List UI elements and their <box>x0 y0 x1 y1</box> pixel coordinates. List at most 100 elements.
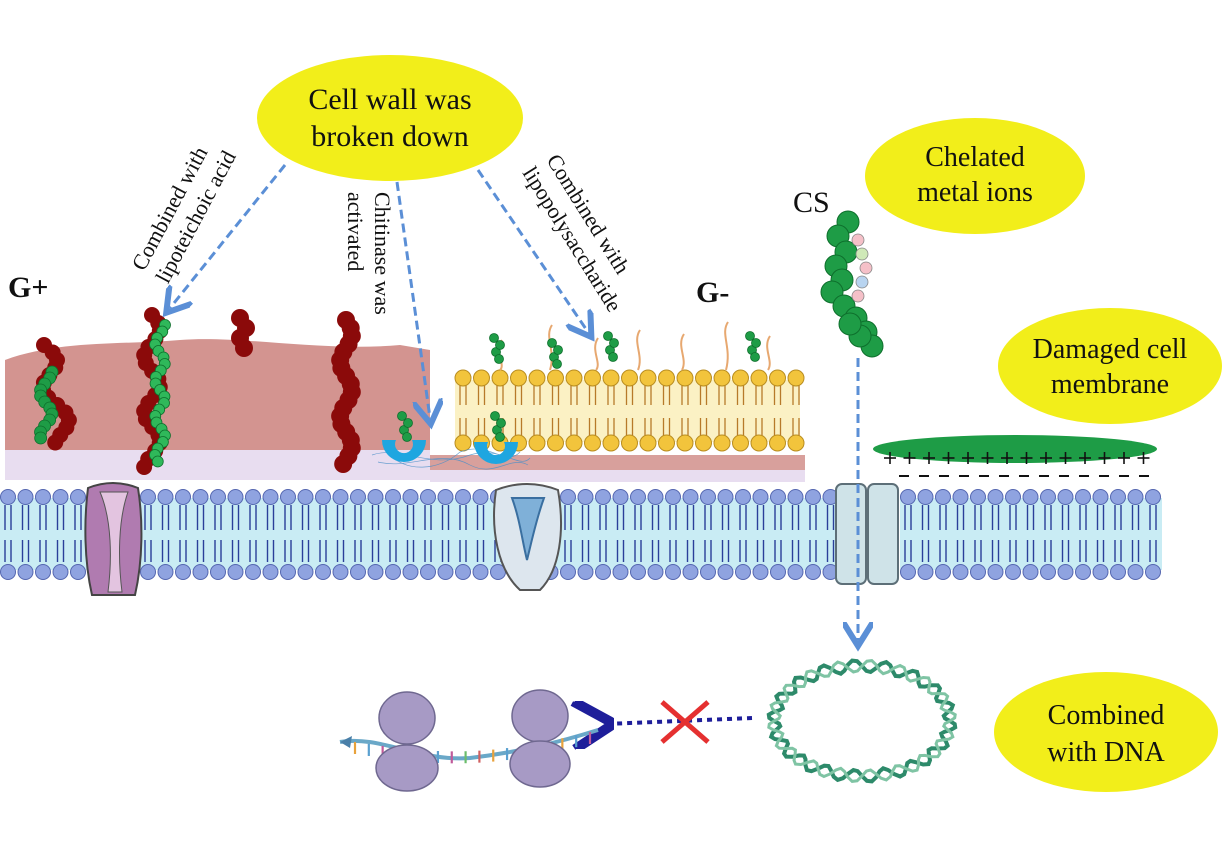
lipid-head <box>175 564 191 580</box>
lipid-head <box>455 564 471 580</box>
bubble-dna-line2: with DNA <box>1047 737 1165 768</box>
lipid-head <box>700 489 716 505</box>
lps-head <box>584 434 601 452</box>
lipoteichoic-annotation: Combined with lipoteichoic acid <box>126 142 240 287</box>
lipid-head <box>472 489 489 505</box>
lps-head <box>639 369 657 387</box>
lipid-head <box>630 489 646 505</box>
lipid-head <box>175 489 191 505</box>
lipid-head <box>402 489 419 505</box>
chitinase-line2: activated <box>343 192 368 271</box>
lipid-head <box>560 564 576 580</box>
lipid-head <box>647 564 664 580</box>
lipid-head <box>665 489 681 505</box>
chitinase-annotation: Chitinase was activated <box>343 192 395 315</box>
chitinase-line1: Chitinase was <box>370 192 395 315</box>
lipopolysaccharide-annotation: Combined with lipopolysaccharide <box>518 149 635 316</box>
lipid-head <box>1057 564 1074 580</box>
dna-strand <box>767 659 957 783</box>
teichoic-bead <box>47 434 64 451</box>
lipid-head <box>0 489 16 505</box>
chitosan-bead <box>151 455 164 468</box>
lipid-head <box>402 564 419 580</box>
lipid-head <box>1040 489 1056 505</box>
lipid-head <box>157 489 174 505</box>
cell-membrane <box>0 489 839 580</box>
teichoic-bead <box>136 459 153 475</box>
chitosan-bead <box>552 359 562 369</box>
lipid-head <box>665 564 681 580</box>
lipid-head <box>595 564 611 580</box>
lps-head <box>602 369 620 387</box>
lipid-head <box>1075 489 1091 505</box>
lipid-head <box>935 564 951 580</box>
lipid-head <box>1092 489 1109 505</box>
lipid-head <box>385 489 401 505</box>
lps-head <box>473 369 490 387</box>
chitosan-bead <box>494 354 504 364</box>
lipid-head <box>280 489 296 505</box>
lipid-head <box>952 489 969 505</box>
teichoic-bead <box>235 339 253 357</box>
lipid-head <box>315 489 331 505</box>
lipid-head <box>717 489 734 505</box>
lipid-head <box>367 564 384 580</box>
lipid-head <box>227 489 244 505</box>
lipid-head <box>385 564 401 580</box>
gram-negative-label: G- <box>696 276 729 309</box>
bubble-membrane-line1: Damaged cell <box>1033 334 1188 365</box>
lipid-head <box>0 564 16 580</box>
lipid-head <box>262 489 279 505</box>
lipid-head <box>297 489 314 505</box>
lipid-head <box>1040 564 1056 580</box>
lipid-head <box>52 489 69 505</box>
chitosan-fragments <box>397 331 761 442</box>
lipid-head <box>952 564 969 580</box>
lipid-head <box>52 564 69 580</box>
lipid-head <box>752 564 769 580</box>
lipid-head <box>227 564 244 580</box>
lipid-head <box>1005 489 1021 505</box>
arrow-to-lipopolysaccharide <box>476 169 588 332</box>
lps-head <box>787 369 805 387</box>
lipid-head <box>157 564 174 580</box>
teichoic-bead <box>334 455 353 473</box>
lipopolysaccharide-layer <box>454 321 805 452</box>
lipid-head <box>367 489 384 505</box>
bubble-dna: Combined with DNA <box>994 672 1218 792</box>
lipid-head <box>787 489 804 505</box>
lipid-head <box>900 564 916 580</box>
lps-head <box>658 369 675 387</box>
chitosan-bead <box>751 338 761 348</box>
metal-ion <box>855 275 869 289</box>
chitinase-enzyme-1 <box>382 440 426 462</box>
lipid-head <box>192 489 209 505</box>
lipid-head <box>987 489 1004 505</box>
lps-head <box>713 369 731 387</box>
lipid-head <box>350 564 366 580</box>
lps-head <box>621 434 638 452</box>
lipid-head <box>612 564 629 580</box>
lipid-head <box>917 489 934 505</box>
lipid-head <box>245 489 261 505</box>
lipid-head <box>1057 489 1074 505</box>
lipid-head <box>1092 564 1109 580</box>
lps-head <box>695 434 712 452</box>
damaged-membrane <box>900 489 1162 580</box>
lps-head <box>454 369 472 387</box>
lipid-head <box>770 564 786 580</box>
chitosan-charge-ellipse <box>873 435 1157 477</box>
o-antigen-strand <box>594 337 599 371</box>
lipid-head <box>595 489 611 505</box>
chitosan-bead <box>490 411 500 421</box>
bubble-cell-wall-line2: broken down <box>311 120 468 153</box>
lps-head <box>621 369 638 387</box>
lps-head <box>769 434 786 452</box>
channel-protein-left <box>84 482 143 596</box>
lipid-head <box>332 564 349 580</box>
lipid-head <box>297 564 314 580</box>
chitosan-bead <box>838 312 862 336</box>
lps-head <box>695 369 712 387</box>
chitosan-bead <box>495 340 505 350</box>
